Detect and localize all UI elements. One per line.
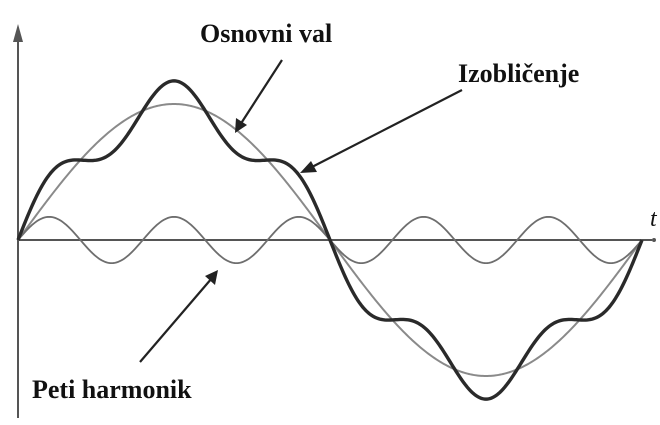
label-fifth-harmonic: Peti harmonik — [32, 375, 192, 404]
label-distortion: Izobličenje — [458, 59, 579, 88]
arrow-distortion — [309, 89, 463, 169]
labels: Osnovni val Izobličenje Peti harmonik t — [32, 19, 658, 404]
arrow-fundamental — [239, 59, 283, 126]
y-axis-arrow — [13, 24, 23, 42]
arrowhead-fifth-harmonic — [205, 270, 218, 285]
label-time-axis: t — [650, 206, 658, 232]
x-axis-end-marker — [652, 238, 656, 242]
label-fundamental: Osnovni val — [200, 19, 332, 48]
annotation-arrows — [139, 59, 463, 363]
axes — [13, 24, 656, 418]
curves — [16, 79, 644, 401]
arrowhead-distortion — [300, 161, 317, 173]
arrow-fifth-harmonic — [139, 277, 213, 363]
distorted-wave — [16, 79, 644, 401]
arrowhead-fundamental — [235, 118, 247, 133]
